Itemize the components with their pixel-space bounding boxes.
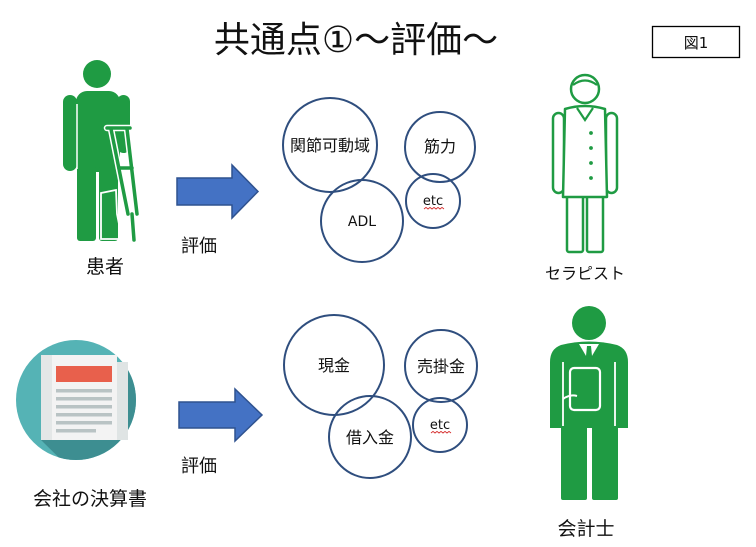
evaluation-items: 関節可動域 筋力 ADL etc	[282, 97, 476, 263]
evaluation-item: etc	[405, 173, 461, 229]
page-title: 共通点①～評価～	[214, 20, 498, 61]
evaluation-item: 借入金	[328, 395, 412, 479]
item-label: etc	[430, 418, 450, 433]
evaluation-item: etc	[412, 397, 468, 453]
item-label: 現金	[318, 356, 350, 375]
arrow-label: 評価	[181, 456, 217, 477]
item-circle	[405, 173, 461, 229]
evaluator-label: セラピスト	[545, 264, 625, 283]
item-label: 借入金	[346, 428, 394, 447]
figure-number-box: 図1	[651, 25, 741, 59]
subject-label: 会社の決算書	[33, 488, 147, 510]
evaluation-items: 現金 売掛金 借入金 etc	[283, 314, 478, 479]
tablet-icon	[568, 366, 602, 412]
item-circle	[404, 329, 478, 403]
figure-number: 図1	[684, 34, 709, 52]
item-label: ADL	[348, 214, 376, 230]
row-patient-therapist: 患者 評価 関節可動域 筋力 ADL etc	[63, 60, 625, 283]
necktie-icon	[585, 346, 593, 372]
item-label: 筋力	[424, 137, 456, 156]
newspaper-icon	[16, 340, 136, 460]
item-label: 売掛金	[417, 357, 465, 376]
item-circle	[328, 395, 412, 479]
crutch-icon	[103, 124, 141, 244]
item-circle	[320, 179, 404, 263]
accountant-icon	[550, 306, 628, 500]
arrow-label: 評価	[181, 236, 217, 257]
evaluation-arrow	[178, 387, 264, 443]
evaluation-item: ADL	[320, 179, 404, 263]
row-financial-statement-accountant: 会社の決算書 評価 現金 売掛金 借入金 etc	[16, 306, 628, 540]
evaluation-arrow	[176, 163, 260, 220]
item-circle	[282, 97, 378, 193]
item-label: etc	[423, 194, 443, 209]
therapist-icon	[551, 73, 619, 254]
figure-number-frame	[651, 25, 741, 59]
evaluation-item: 売掛金	[404, 329, 478, 403]
leg-cast-outline	[100, 188, 124, 240]
patient-with-crutch-icon	[63, 60, 141, 244]
spellcheck-underline	[430, 430, 452, 434]
spellcheck-underline	[423, 206, 445, 210]
item-circle	[283, 314, 385, 416]
item-label: 関節可動域	[290, 136, 370, 155]
item-circle	[404, 111, 476, 183]
subject-label: 患者	[86, 256, 124, 278]
evaluator-label: 会計士	[557, 518, 614, 540]
evaluation-item: 関節可動域	[282, 97, 378, 193]
evaluation-item: 現金	[283, 314, 385, 416]
item-circle	[412, 397, 468, 453]
evaluation-item: 筋力	[404, 111, 476, 183]
